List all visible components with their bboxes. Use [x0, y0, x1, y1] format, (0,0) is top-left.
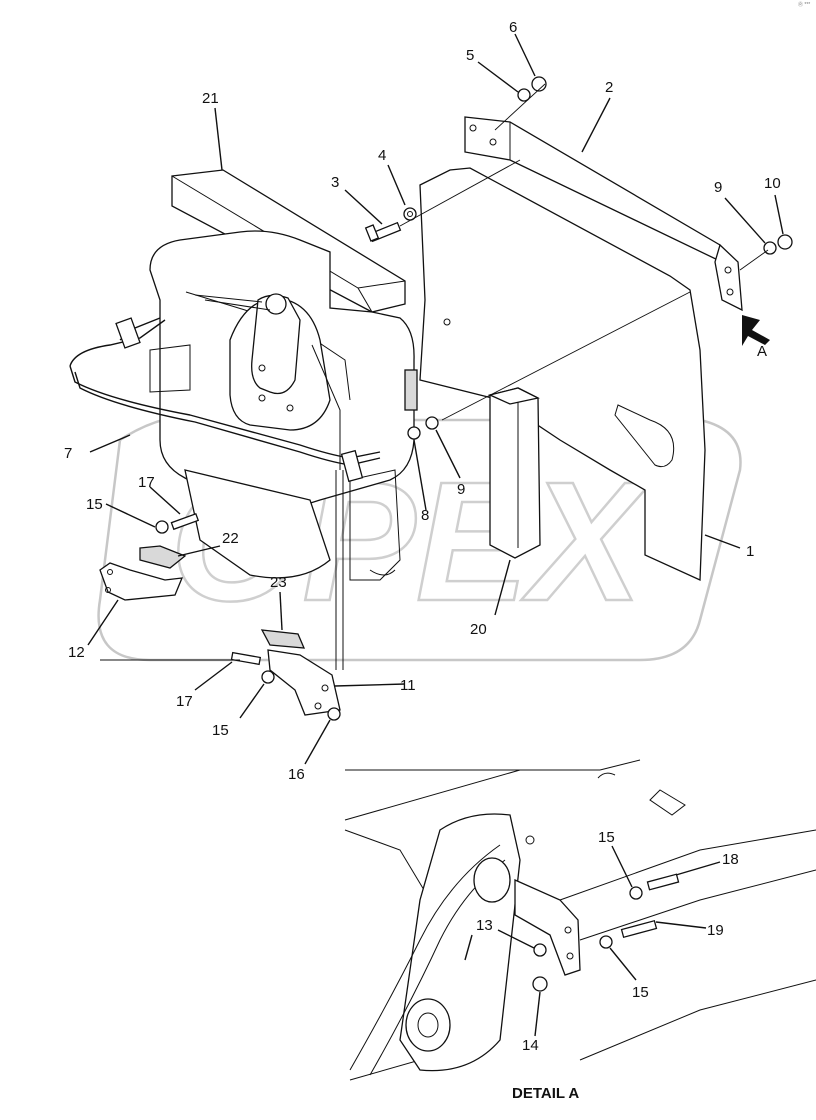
callout-13: 13: [476, 917, 493, 934]
washer-9-top: [763, 241, 777, 255]
part-2-top-bracket: [464, 116, 743, 312]
bolt-17-lower: [230, 651, 262, 666]
callout-1: 1: [746, 543, 754, 560]
part-7-strap-band: [69, 317, 381, 483]
part-20-foam-strip: [488, 387, 541, 559]
callout-11: 11: [400, 677, 416, 694]
callout-17-upper: 17: [138, 474, 155, 491]
part-1-cover-plate: [419, 167, 706, 581]
part-11-bracket: [260, 629, 341, 716]
washer-15-upper: [155, 520, 169, 534]
nut-6: [531, 76, 547, 92]
callout-12: 12: [68, 644, 85, 661]
part-12-bracket: [99, 545, 187, 601]
leader-lines: [87, 33, 784, 765]
detail-leader-lines: [464, 845, 721, 1037]
detail-a-view: [344, 759, 816, 1081]
callout-15-upper: 15: [86, 496, 103, 513]
callout-2: 2: [605, 79, 613, 96]
callout-16: 16: [288, 766, 305, 783]
alignment-lines: [100, 83, 769, 661]
callout-8: 8: [421, 507, 429, 524]
callout-23: 23: [270, 574, 287, 591]
washer-15-lower: [261, 670, 275, 684]
detail-caption: DETAIL A: [512, 1085, 579, 1102]
washer-5: [517, 88, 531, 102]
callout-5: 5: [466, 47, 474, 64]
washer-9-mid: [425, 416, 439, 430]
corner-mark: Ⓡ ***: [798, 1, 810, 8]
callout-17-lower: 17: [176, 693, 193, 710]
callout-21: 21: [202, 90, 219, 107]
callout-20: 20: [470, 621, 487, 638]
callout-9-top: 9: [714, 179, 722, 196]
callout-a: A: [757, 343, 767, 360]
callout-22: 22: [222, 530, 239, 547]
callout-14: 14: [522, 1037, 539, 1054]
callout-9-mid: 9: [457, 481, 465, 498]
nut-16: [327, 707, 341, 721]
callout-10: 10: [764, 175, 781, 192]
callout-15-detail-bottom: 15: [632, 984, 649, 1001]
callout-15-detail-top: 15: [598, 829, 615, 846]
callout-7: 7: [64, 445, 72, 462]
callout-15-lower: 15: [212, 722, 229, 739]
nut-10: [777, 234, 793, 250]
view-arrow-a: [742, 315, 770, 346]
tank-assembly: [149, 230, 418, 670]
callout-19: 19: [707, 922, 724, 939]
callout-18: 18: [722, 851, 739, 868]
callout-3: 3: [331, 174, 339, 191]
callout-6: 6: [509, 19, 517, 36]
nut-8: [407, 426, 421, 440]
fastener-bolt-3: [364, 221, 402, 243]
bolt-17-upper: [170, 512, 200, 531]
callout-4: 4: [378, 147, 386, 164]
